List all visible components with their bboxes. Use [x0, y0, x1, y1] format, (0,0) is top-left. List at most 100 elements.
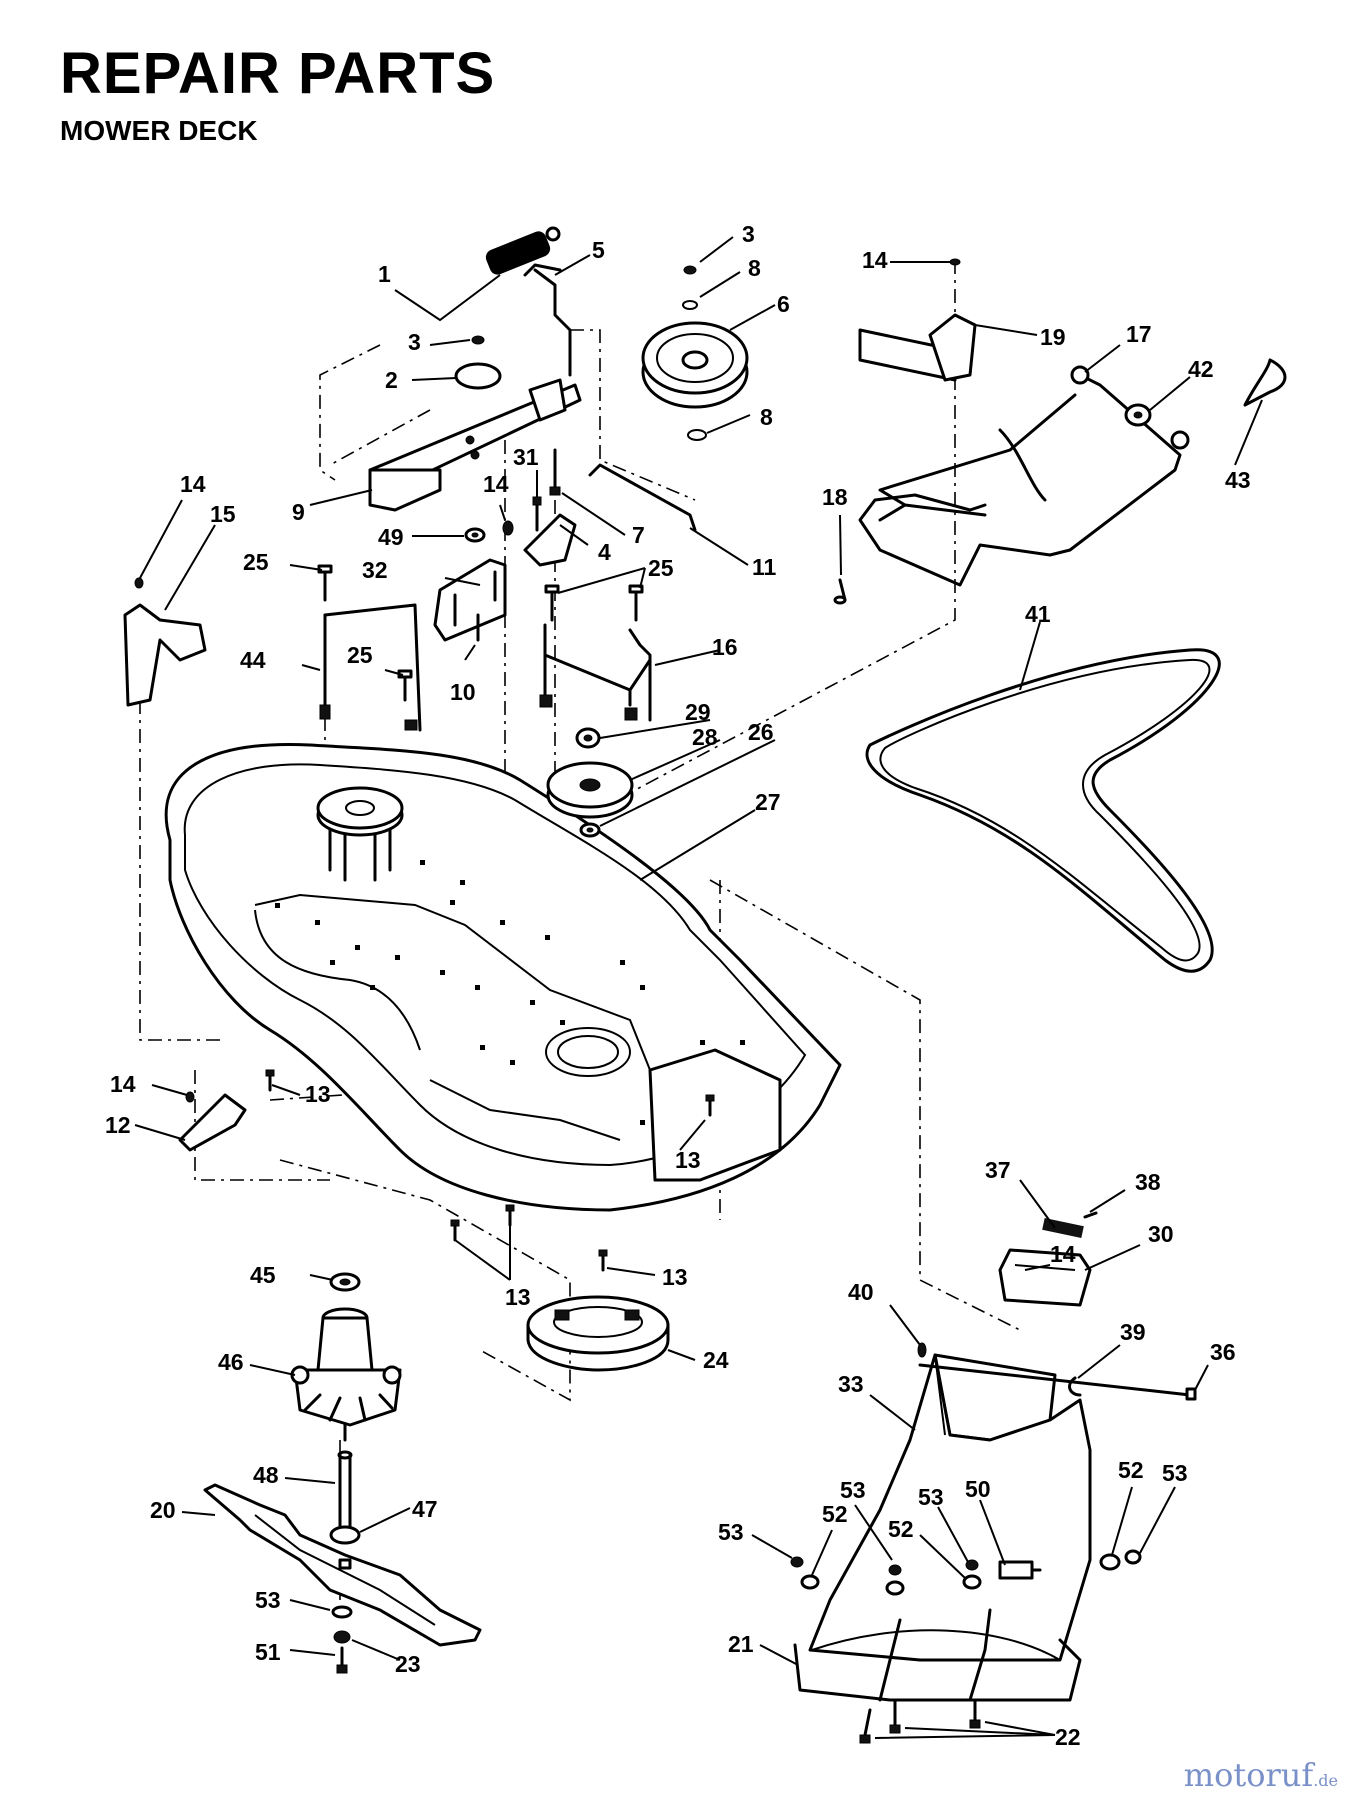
callout-7: 7: [632, 522, 645, 548]
callout-38: 38: [1135, 1169, 1161, 1195]
part-45-washer: [329, 1272, 361, 1292]
part-50-bolts: [859, 1560, 1042, 1744]
callout-27: 27: [755, 789, 781, 815]
part-19-bracket: [858, 258, 977, 382]
callout-49: 49: [378, 524, 404, 550]
callout-1: 1: [378, 261, 391, 287]
callout-28: 28: [692, 724, 718, 750]
part-41-belt: [865, 648, 1221, 973]
part-9-deck-arm: [368, 378, 582, 512]
callout-53: 53: [718, 1519, 744, 1545]
part-6-pulley: [641, 300, 749, 441]
callout-47: 47: [412, 1496, 438, 1522]
part-42-washer: [1124, 403, 1152, 427]
callout-43: 43: [1225, 467, 1251, 493]
callout-2: 2: [385, 367, 398, 393]
part-26-washer: [579, 822, 601, 838]
callout-17: 17: [1126, 321, 1152, 347]
callout-53: 53: [918, 1484, 944, 1510]
part-40-pin: [917, 1342, 927, 1358]
part-18-pin: [833, 578, 847, 605]
callout-12: 12: [105, 1112, 131, 1138]
callout-labels: 1 5 3 8 6 14 19 17 42 43 3 2 8 9 31 14 7…: [105, 221, 1251, 1750]
callout-8: 8: [760, 404, 773, 430]
callout-13: 13: [662, 1264, 688, 1290]
callout-4: 4: [598, 539, 611, 565]
part-43-hairpin: [1243, 358, 1287, 407]
part-48-shaft: [337, 1450, 353, 1532]
callout-14: 14: [1050, 1241, 1076, 1267]
part-21-washer: [331, 1605, 353, 1619]
part-2-washer: [454, 362, 502, 390]
callout-14: 14: [862, 247, 888, 273]
callout-25: 25: [347, 642, 373, 668]
part-23-bolt: [336, 1646, 348, 1674]
part-44-u-rod: [319, 603, 422, 732]
part-5-rod: [523, 263, 572, 377]
part-38-hook: [1083, 1211, 1098, 1219]
callout-13: 13: [305, 1081, 331, 1107]
callout-14: 14: [180, 471, 206, 497]
callout-50: 50: [965, 1476, 991, 1502]
callout-48: 48: [253, 1462, 279, 1488]
part-17-handle: [858, 365, 1190, 587]
callout-31: 31: [513, 444, 539, 470]
part-4-bracket: [523, 513, 577, 567]
callout-40: 40: [848, 1279, 874, 1305]
part-13-bolts: [265, 1069, 715, 1272]
part-47-bearing: [329, 1525, 361, 1545]
callout-11: 11: [752, 554, 777, 580]
callout-46: 46: [218, 1349, 244, 1375]
callout-15: 15: [210, 501, 236, 527]
part-7-bolt: [549, 448, 561, 496]
callout-52: 52: [822, 1501, 848, 1527]
callout-5: 5: [592, 237, 605, 263]
callout-29: 29: [685, 699, 711, 725]
callout-45: 45: [250, 1262, 276, 1288]
part-27-mower-deck: [164, 742, 842, 1212]
part-52-washers: [800, 1553, 1121, 1596]
section-subtitle: MOWER DECK: [60, 115, 258, 146]
callout-32: 32: [362, 557, 388, 583]
callout-18: 18: [822, 484, 848, 510]
part-12-bracket: [178, 1091, 247, 1152]
callout-3: 3: [408, 329, 421, 355]
callout-52: 52: [888, 1516, 914, 1542]
part-53-nuts: [790, 1549, 1142, 1576]
callout-16: 16: [712, 634, 738, 660]
part-11-rod: [588, 463, 697, 532]
part-25-bolts: [317, 564, 644, 702]
callout-19: 19: [1040, 324, 1066, 350]
part-20-blade: [203, 1483, 482, 1647]
part-51-deflector-rod: [793, 1608, 1082, 1702]
callout-10: 10: [450, 679, 476, 705]
callout-53: 53: [840, 1477, 866, 1503]
callout-33: 33: [838, 1371, 864, 1397]
callout-22: 23: [395, 1651, 421, 1677]
callout-13: 13: [675, 1147, 701, 1173]
callout-14: 14: [110, 1071, 136, 1097]
part-28-pulley: [546, 761, 634, 819]
callout-23: 51: [255, 1639, 281, 1665]
part-24-ring: [526, 1295, 670, 1372]
callout-6: 6: [777, 291, 790, 317]
part-39-clip: [1068, 1376, 1082, 1397]
part-14-pin-center: [502, 520, 514, 536]
callout-44: 44: [240, 647, 266, 673]
part-37-spring: [1042, 1217, 1084, 1239]
part-30-bracket: [998, 1248, 1092, 1307]
callout-14: 14: [483, 471, 509, 497]
part-29-nut: [575, 727, 601, 749]
part-3-nut: [471, 265, 697, 345]
callout-8: 8: [748, 255, 761, 281]
callout-3: 3: [742, 221, 755, 247]
part-22-washer: [333, 1630, 351, 1644]
part-16-u-bracket: [539, 623, 652, 722]
callout-42: 42: [1188, 356, 1214, 382]
callout-37: 37: [985, 1157, 1011, 1183]
callout-20: 20: [150, 1497, 176, 1523]
callout-41: 41: [1025, 601, 1051, 627]
callout-26: 26: [748, 719, 774, 745]
part-49-washer: [464, 527, 486, 543]
watermark-brand: motoruf: [1183, 1756, 1314, 1794]
